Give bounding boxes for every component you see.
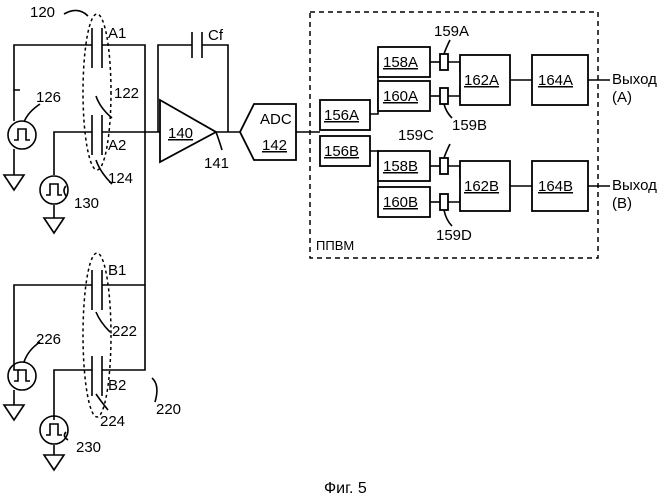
output-a-word: Выход [612,71,657,88]
label-a1: A1 [108,25,126,42]
ref-142: 142 [262,137,287,154]
label-cf: Cf [208,27,224,44]
output-a-channel: (A) [612,89,632,106]
block-158b-label: 158B [383,158,418,175]
element-159c [440,158,448,174]
block-164a-label: 164A [538,72,573,89]
element-159a [440,54,448,70]
figure-caption: Фиг. 5 [324,480,367,497]
block-164b-label: 164B [538,178,573,195]
element-159d [440,194,448,210]
ref-126: 126 [36,89,61,106]
label-b1: B1 [108,262,126,279]
adc-label: ADC [260,111,292,128]
block-156b-label: 156B [324,143,359,160]
ref-226: 226 [36,331,61,348]
element-159b [440,88,448,104]
ref-124: 124 [108,170,133,187]
ppvm-label: ППВМ [316,238,354,253]
block-160b-label: 160B [383,194,418,211]
block-162a-label: 162A [464,72,499,89]
block-160a-label: 160A [383,88,418,105]
ref-159d: 159D [436,227,472,244]
ref-224: 224 [100,413,125,430]
ref-222: 222 [112,323,137,340]
block-158a-label: 158A [383,54,418,71]
ref-159a: 159A [434,23,469,40]
ref-120: 120 [30,4,55,21]
ref-122: 122 [114,85,139,102]
ppvm-region [310,12,598,258]
ref-140: 140 [168,125,193,142]
ref-141: 141 [204,155,229,172]
ref-159b: 159B [452,117,487,134]
electrode-group-120 [64,10,111,170]
output-b-channel: (B) [612,195,632,212]
label-a2: A2 [108,137,126,154]
ref-230: 230 [76,439,101,456]
output-b-word: Выход [612,177,657,194]
block-162b-label: 162B [464,178,499,195]
label-b2: B2 [108,377,126,394]
block-156a-label: 156A [324,107,359,124]
ref-159c: 159C [398,127,434,144]
ref-220: 220 [156,401,181,418]
ref-130: 130 [74,195,99,212]
